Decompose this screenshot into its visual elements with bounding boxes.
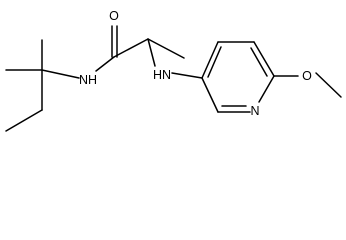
carbonyl-oxygen-label: O (109, 9, 119, 23)
bond-ch2-ch3 (5, 109, 43, 132)
bond-ring-c3-c4-inner (207, 46, 222, 78)
bond-ring-c3-c4 (201, 41, 219, 79)
amine-nh-label: HN (153, 68, 171, 82)
amide-nh-label: NH (79, 73, 97, 87)
bond-carbonylc-alphac (113, 38, 149, 58)
bond-alphac-methyl (147, 38, 185, 59)
bond-nh-ring (171, 72, 203, 79)
atom-labels: O NH HN N O (79, 9, 312, 118)
bond-quatc-nh (41, 69, 80, 79)
bonds (5, 25, 342, 132)
pyridine-nitrogen-label: N (250, 104, 259, 118)
bond-ether-o-methyl (315, 72, 342, 98)
bond-ring-c2-c3 (201, 77, 219, 113)
ether-oxygen-label: O (302, 69, 312, 83)
bond-ring-c5-c6 (253, 41, 275, 77)
bond-nh-carbonylc (95, 56, 115, 72)
bond-alphac-nh (147, 38, 156, 67)
bond-ring-c5-c6-inner (250, 47, 268, 77)
bond-ring-c6-n (258, 75, 275, 103)
chemical-structure: O NH HN N O (5, 9, 342, 132)
